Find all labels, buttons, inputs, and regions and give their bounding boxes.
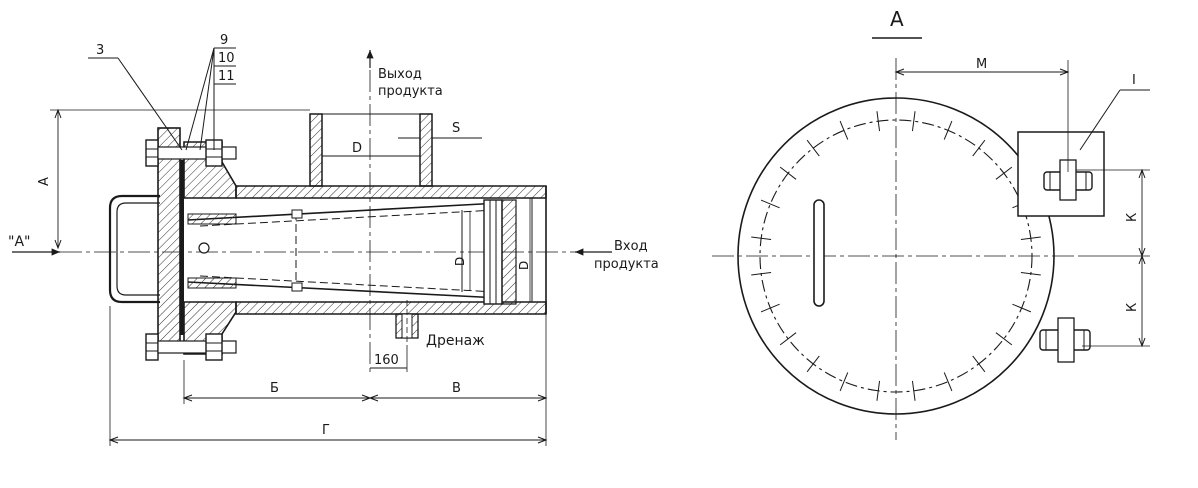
dim-a-label: А (37, 177, 52, 186)
dimension-a (50, 108, 310, 250)
flange-outline (737, 97, 1055, 415)
bolt-mark (839, 120, 849, 140)
dim-d-label: D (352, 141, 362, 156)
bolt-mark (751, 236, 772, 241)
inlet-label-line2: продукта (594, 257, 659, 272)
handle (108, 194, 160, 304)
bolt-mark (1012, 303, 1032, 313)
outlet-label-line1: Выход (378, 67, 422, 82)
inlet-label-line1: Вход (614, 239, 648, 254)
dim-b-label: Б (270, 381, 279, 396)
section-view: "А" (8, 33, 659, 446)
handle-inner (116, 202, 160, 296)
outlet-wall-right (419, 113, 433, 187)
cover-plate (157, 127, 181, 351)
bolt-mark (779, 332, 797, 346)
hinge-bracket-top (1017, 131, 1105, 217)
section-ref-label: "А" (8, 234, 30, 250)
bolt-circle (759, 119, 1033, 393)
bolt-mark (972, 355, 986, 373)
bolt-mark (806, 139, 820, 157)
bolt-mark (760, 199, 780, 209)
dimension-g (108, 306, 548, 446)
body-wall-top (235, 185, 547, 199)
bolt-mark (839, 372, 849, 392)
bolt-mark (876, 380, 881, 401)
callout-3: 3 (96, 43, 104, 58)
bolt-mark (876, 111, 881, 132)
callout-11: 11 (218, 69, 235, 84)
bolt-mark (1020, 271, 1041, 276)
bolt-mark (995, 166, 1013, 180)
callout-10: 10 (218, 51, 235, 66)
dim-k1-label: К (1125, 213, 1140, 222)
dimension-b-v (182, 314, 548, 404)
bolt-top (145, 139, 237, 167)
dim-d-inner-label: D (453, 257, 467, 266)
drain-nozzle (395, 300, 419, 346)
dim-v-label: В (452, 381, 461, 396)
bolt-mark (943, 372, 953, 392)
dimension-m (894, 60, 1070, 172)
bolt-mark (943, 120, 953, 140)
bolt-mark (806, 355, 820, 373)
bolt-mark (760, 303, 780, 313)
dim-d-outer-label: D (517, 261, 531, 270)
bolt-bottom (145, 333, 237, 361)
bolt-mark (751, 271, 772, 276)
dim-g-label: Г (322, 423, 330, 438)
bolt-mark (911, 380, 916, 401)
dim-s-label: S (452, 121, 460, 136)
dimension-k (1076, 168, 1150, 348)
drain-label: Дренаж (426, 333, 485, 349)
outlet-label-line2: продукта (378, 84, 443, 99)
outlet-wall-left (309, 113, 323, 187)
dim-m-label: М (976, 57, 987, 72)
strainer-cone (187, 199, 517, 305)
callout-1-leader (1079, 89, 1121, 151)
dim-k2-label: К (1125, 303, 1140, 312)
view-title: А (890, 7, 904, 31)
hinge-bracket-bottom (1039, 317, 1091, 363)
bolt-mark (995, 332, 1013, 346)
handle-slot (813, 199, 825, 307)
bolt-mark (1020, 236, 1041, 241)
view-a: А I (712, 7, 1150, 440)
callout-1: I (1132, 73, 1136, 88)
bolt-mark (911, 111, 916, 132)
callout-9: 9 (220, 33, 228, 48)
gasket (180, 160, 184, 335)
dimension-160 (370, 346, 408, 372)
bolt-mark (972, 139, 986, 157)
bolt-marks (751, 111, 1041, 401)
bolt-mark (779, 166, 797, 180)
callout-leaders (88, 47, 236, 151)
dim-160-label: 160 (374, 353, 399, 368)
